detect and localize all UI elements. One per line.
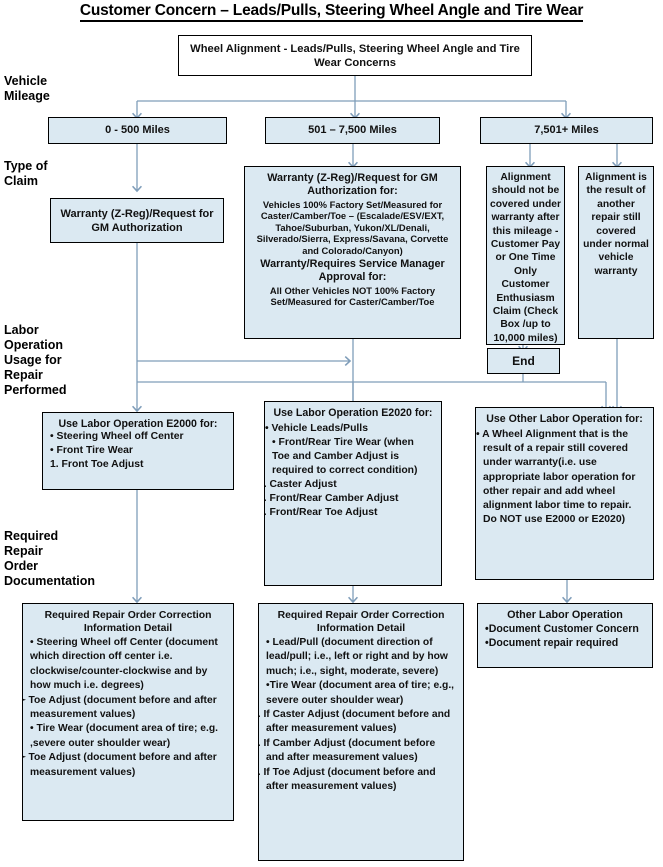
label-labor-operation-l3: Usage for [4, 353, 62, 367]
label-type-of-claim-l2: Claim [4, 174, 39, 188]
node-end[interactable]: End [487, 348, 560, 374]
label-vehicle-mileage-l1: Vehicle [4, 74, 48, 88]
node-doc-left-list: • Steering Wheel off Center (document wh… [22, 636, 226, 780]
page-title-text: Customer Concern – Leads/Pulls, Steering… [79, 2, 583, 22]
node-labor-e2000-item-2: 1. Front Toe Adjust [50, 459, 144, 471]
node-doc-mid-item-3: 2. If Camber Adjust (document before and… [258, 737, 436, 764]
node-claim-mid-bullet2-head: Warranty/Requires Service Manager Approv… [260, 258, 445, 284]
node-doc-mid-item-4: 3. If Toe Adjust (document before and af… [258, 766, 436, 793]
node-claim-mid-bullet2-body: All Other Vehicles NOT 100% Factory Set/… [269, 285, 436, 308]
node-doc-right-head: Other Labor Operation [507, 609, 623, 621]
node-doc-mid-list: • Lead/Pull (document direction of lead/… [258, 636, 456, 794]
node-doc-mid-item-1: •Tire Wear (document area of tire; e.g.,… [266, 680, 455, 706]
node-labor-other-item-0: • A Wheel Alignment that is the result o… [476, 429, 636, 526]
node-labor-e2000-item-1: • Front Tire Wear [50, 445, 133, 457]
node-labor-other[interactable]: Use Other Labor Operation for: • A Wheel… [475, 407, 654, 580]
node-labor-e2000-list: • Steering Wheel off Center • Front Tire… [50, 430, 226, 472]
label-required-repair-l4: Documentation [4, 574, 95, 588]
node-claim-low-text: Warranty (Z-Reg)/Request for GM Authoriz… [60, 207, 214, 234]
label-required-repair-l3: Order [4, 559, 39, 573]
label-labor-operation-l4: Repair [4, 368, 43, 382]
node-labor-e2020-item-2: 1. Caster Adjust [264, 479, 337, 490]
node-claim-mid-bullet1-head: Warranty (Z-Reg)/Request for GM Authoriz… [267, 172, 438, 197]
node-start-text: Wheel Alignment - Leads/Pulls, Steering … [190, 42, 520, 69]
node-claim-mid-bullet1-body: Vehicles 100% Factory Set/Measured for C… [256, 199, 449, 256]
node-claim-low[interactable]: Warranty (Z-Reg)/Request for GM Authoriz… [50, 198, 224, 243]
node-doc-left-item-1: ➢ Toe Adjust (document before and after … [22, 694, 217, 721]
node-labor-e2000-head: Use Labor Operation E2000 for: [58, 418, 218, 430]
node-labor-e2020-item-1: • Front/Rear Tire Wear (when Toe and Cam… [272, 437, 418, 476]
node-doc-mid-item-2: 1. If Caster Adjust (document before and… [258, 709, 451, 735]
node-doc-left-head: Required Repair Order Correction Informa… [44, 610, 212, 634]
node-doc-left-item-0: • Steering Wheel off Center (document wh… [30, 637, 218, 692]
node-labor-e2020-item-3: 2. Front/Rear Camber Adjust [264, 493, 399, 504]
node-mileage-0-500[interactable]: 0 - 500 Miles [48, 117, 227, 144]
node-doc-left-item-2: • Tire Wear (document area of tire; e.g.… [30, 723, 219, 749]
node-claim-high-customer-pay-text: Alignment should not be covered under wa… [490, 172, 561, 344]
label-required-repair-l2: Repair [4, 544, 43, 558]
label-labor-operation-l5: Performed [4, 383, 67, 397]
node-doc-mid-head: Required Repair Order Correction Informa… [277, 610, 445, 634]
node-claim-mid[interactable]: Warranty (Z-Reg)/Request for GM Authoriz… [244, 166, 461, 339]
node-doc-left[interactable]: Required Repair Order Correction Informa… [22, 603, 234, 821]
node-labor-e2020[interactable]: Use Labor Operation E2020 for: • Vehicle… [264, 401, 442, 586]
node-doc-right-list: •Document Customer Concern •Document rep… [485, 622, 645, 651]
node-doc-right-item-0: •Document Customer Concern [485, 623, 639, 635]
label-vehicle-mileage-l2: Mileage [4, 89, 50, 103]
node-claim-high-customer-pay[interactable]: Alignment should not be covered under wa… [486, 166, 565, 345]
node-doc-mid-item-0: • Lead/Pull (document direction of lead/… [266, 637, 448, 677]
label-required-repair: Required Repair Order Documentation [4, 529, 114, 589]
node-doc-right[interactable]: Other Labor Operation •Document Customer… [477, 603, 653, 668]
node-mileage-7501-plus-text: 7,501+ Miles [534, 124, 599, 137]
label-type-of-claim: Type of Claim [4, 159, 114, 189]
node-doc-right-item-1: •Document repair required [485, 637, 619, 650]
node-claim-high-other-repair[interactable]: Alignment is the result of another repai… [578, 166, 654, 339]
node-labor-other-head: Use Other Labor Operation for: [486, 413, 643, 425]
node-labor-e2020-item-0: • Vehicle Leads/Pulls [265, 423, 368, 434]
node-end-text: End [512, 353, 535, 368]
node-labor-e2020-list: • Vehicle Leads/Pulls • Front/Rear Tire … [264, 422, 434, 520]
node-start[interactable]: Wheel Alignment - Leads/Pulls, Steering … [178, 35, 532, 76]
node-mileage-0-500-text: 0 - 500 Miles [105, 124, 170, 137]
node-labor-e2020-head: Use Labor Operation E2020 for: [273, 407, 433, 419]
node-mileage-7501-plus[interactable]: 7,501+ Miles [480, 117, 653, 144]
node-doc-left-item-3: ➢ Toe Adjust (document before and after … [22, 752, 217, 778]
label-labor-operation-l2: Operation [4, 338, 64, 352]
node-labor-e2000[interactable]: Use Labor Operation E2000 for: • Steerin… [42, 412, 234, 490]
node-mileage-501-7500[interactable]: 501 – 7,500 Miles [265, 117, 440, 144]
node-mileage-501-7500-text: 501 – 7,500 Miles [308, 124, 397, 137]
label-vehicle-mileage: Vehicle Mileage [4, 74, 114, 104]
label-labor-operation: Labor Operation Usage for Repair Perform… [4, 323, 114, 398]
label-required-repair-l1: Required [4, 529, 59, 543]
node-labor-other-list: • A Wheel Alignment that is the result o… [476, 428, 646, 527]
node-labor-e2020-item-4: 3. Front/Rear Toe Adjust [264, 507, 378, 518]
node-doc-mid[interactable]: Required Repair Order Correction Informa… [258, 603, 464, 861]
label-labor-operation-l1: Labor [4, 323, 39, 337]
node-labor-e2000-item-0: • Steering Wheel off Center [50, 431, 184, 443]
node-claim-high-other-repair-text: Alignment is the result of another repai… [583, 172, 649, 277]
label-type-of-claim-l1: Type of [4, 159, 48, 173]
page-title: Customer Concern – Leads/Pulls, Steering… [0, 2, 663, 22]
